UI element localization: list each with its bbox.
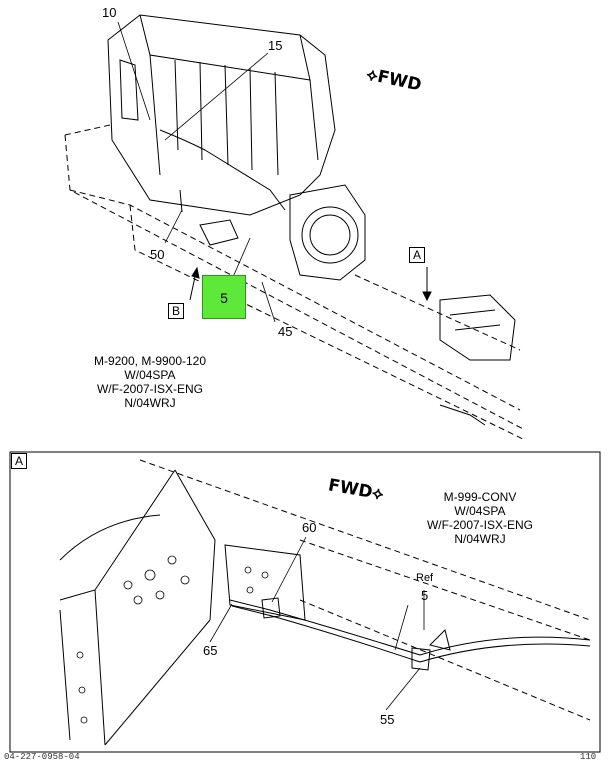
applicability-note-top: M-9200, M-9900-120 W/04SPA W/F-2007-ISX-…: [84, 354, 216, 410]
footer-page-number: 110: [580, 752, 597, 762]
note-line-4: N/04WRJ: [124, 396, 176, 410]
callout-15: 15: [268, 38, 283, 53]
callout-10: 10: [102, 5, 117, 20]
detail-frame: [9, 451, 601, 753]
detail-note-line-4: N/04WRJ: [454, 532, 506, 546]
detail-holes: [76, 555, 269, 724]
detail-note-line-1: M-999-CONV: [443, 490, 517, 504]
frame-rail-top: [64, 124, 526, 441]
callout-45: 45: [278, 324, 293, 339]
view-arrows: [189, 266, 432, 302]
detail-dashed-rail: [139, 459, 591, 721]
detail-cable: [229, 597, 591, 671]
callout-60: 60: [302, 520, 317, 535]
callout-65: 65: [203, 643, 218, 658]
leader-lines-detail: [209, 536, 425, 711]
note-line-2: W/04SPA: [124, 368, 176, 382]
note-line-3: W/F-2007-ISX-ENG: [96, 382, 204, 396]
engine-assembly-drawing: [107, 14, 366, 281]
callout-5-highlight[interactable]: 5: [202, 275, 246, 319]
detail-frame-label: A: [11, 453, 27, 469]
callout-55: 55: [380, 712, 395, 727]
callout-50: 50: [150, 247, 165, 262]
detail-frame-rail: [59, 469, 306, 746]
view-marker-b: B: [168, 303, 184, 319]
detail-note-line-2: W/04SPA: [454, 504, 506, 518]
applicability-note-detail: M-999-CONV W/04SPA W/F-2007-ISX-ENG N/04…: [420, 490, 540, 546]
note-line-1: M-9200, M-9900-120: [93, 354, 207, 368]
bracket-5: [179, 189, 239, 246]
detail-note-line-3: W/F-2007-ISX-ENG: [426, 518, 534, 532]
crossmember-top: [439, 294, 516, 426]
footer-drawing-number: 04-227-0958-04: [4, 752, 80, 762]
view-marker-a: A: [409, 247, 425, 263]
callout-ref-label: Ref: [416, 572, 434, 584]
callout-ref-5: 5: [421, 588, 429, 603]
